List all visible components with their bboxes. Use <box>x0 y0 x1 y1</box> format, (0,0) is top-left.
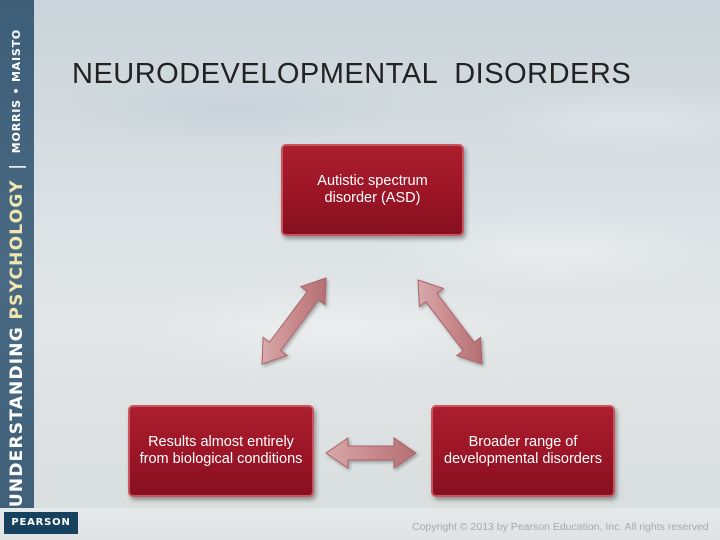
box-biological-label: Results almost entirely from biological … <box>139 434 303 467</box>
double-arrow-top-right <box>417 279 483 365</box>
diagram-box-asd: Autistic spectrum disorder (ASD) <box>281 144 464 236</box>
arrow-shape <box>417 279 483 365</box>
slide-title: NEURODEVELOPMENTAL DISORDERS <box>72 58 632 90</box>
diagram-box-biological: Results almost entirely from biological … <box>128 405 314 497</box>
box-asd-label: Autistic spectrum disorder (ASD) <box>317 173 428 206</box>
double-arrow-bottom <box>325 437 417 469</box>
sidebar: UNDERSTANDING PSYCHOLOGY | MORRIS • MAIS… <box>0 0 34 540</box>
diagram-box-broader-range: Broader range of developmental disorders <box>431 405 615 497</box>
box-broader-range-label: Broader range of developmental disorders <box>444 434 602 467</box>
arrow-shape <box>325 437 417 469</box>
double-arrow-top-left <box>261 277 327 365</box>
copyright-text: Copyright © 2013 by Pearson Education, I… <box>412 521 709 533</box>
arrow-shape <box>261 277 327 365</box>
footer <box>0 508 720 540</box>
pearson-logo: PEARSON <box>4 512 78 534</box>
